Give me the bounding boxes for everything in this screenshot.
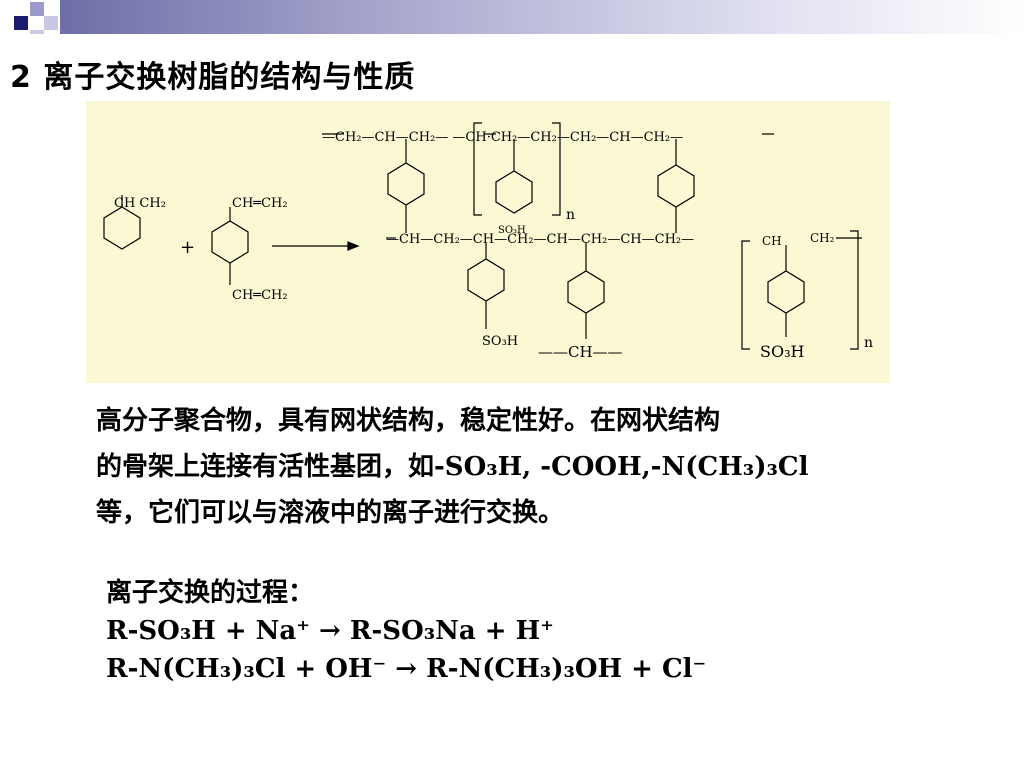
- monomer1-label: CH CH₂: [114, 196, 166, 211]
- paragraph-line-2: 的骨架上连接有活性基团，如-SO₃H, -COOH,-N(CH₃)₃Cl: [96, 444, 996, 490]
- paragraph-line-1: 高分子聚合物，具有网状结构，稳定性好。在网状结构: [96, 406, 721, 436]
- top-chain: —CH₂—CH—CH₂— —CH·CH₂—CH₂—CH₂—CH—CH₂—: [322, 130, 683, 145]
- ring-top-3: [657, 164, 695, 208]
- ring-mid-3: [767, 270, 805, 314]
- slide-title: 2 离子交换树脂的结构与性质: [10, 60, 416, 95]
- repeat-n1: n: [566, 207, 575, 223]
- paragraph-line-3: 等，它们可以与溶液中的离子进行交换。: [96, 498, 565, 528]
- plus-sign: +: [180, 237, 195, 258]
- paragraph-line-2-text: 的骨架上连接有活性基团，如: [96, 452, 435, 482]
- reaction-svg: CH CH₂ CH═CH₂ CH═CH₂ + —CH₂—CH—CH₂— —CH·…: [103, 122, 873, 361]
- ion-exchange-process: 离子交换的过程： R-SO₃H + Na⁺ → R-SO₃Na + H⁺ R-N…: [106, 574, 926, 688]
- ring-top-1: [387, 162, 425, 206]
- benzene-ring-styrene: [103, 206, 141, 250]
- benzene-ring-divinyl: [211, 220, 249, 264]
- process-heading: 离子交换的过程：: [106, 578, 315, 608]
- square-light-2: [30, 30, 44, 34]
- mid-right-ch: CH: [762, 234, 782, 248]
- square-dark: [14, 16, 28, 30]
- square-light: [44, 16, 58, 30]
- mid-right-ch2: CH₂: [810, 231, 835, 245]
- substituent-right: SO₃H: [760, 342, 804, 361]
- top-ring-substituent: SO₃H: [498, 225, 526, 236]
- ring-mid-2: [567, 270, 605, 314]
- mid-chain: —CH—CH₂—CH—CH₂—CH—CH₂—CH—CH₂—: [386, 232, 694, 247]
- monomer2-top-label: CH═CH₂: [232, 196, 288, 211]
- repeat-n2: n: [864, 335, 873, 351]
- ring-mid-1: [467, 258, 505, 302]
- substituent-center: ——CH——: [538, 343, 623, 361]
- monomer2-bottom-label: CH═CH₂: [232, 288, 288, 303]
- equation-2: R-N(CH₃)₃Cl + OH⁻ → R-N(CH₃)₃OH + Cl⁻: [106, 654, 707, 684]
- description-paragraph: 高分子聚合物，具有网状结构，稳定性好。在网状结构 的骨架上连接有活性基团，如-S…: [96, 398, 996, 536]
- square-mid: [30, 2, 44, 16]
- equation-1: R-SO₃H + Na⁺ → R-SO₃Na + H⁺: [106, 616, 554, 646]
- top-gradient-bar: [60, 0, 1024, 34]
- active-groups-formula: -SO₃H, -COOH,-N(CH₃)₃Cl: [434, 452, 809, 482]
- substituent-left: SO₃H: [482, 334, 518, 349]
- ring-top-2: [495, 170, 533, 214]
- reaction-diagram: CH CH₂ CH═CH₂ CH═CH₂ + —CH₂—CH—CH₂— —CH·…: [86, 101, 890, 383]
